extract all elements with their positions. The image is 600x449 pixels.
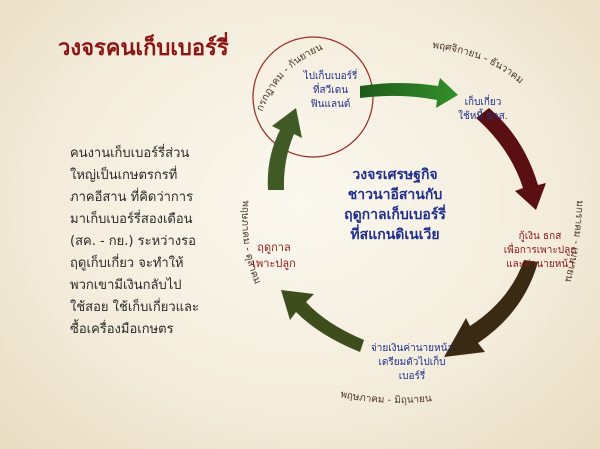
node-line: ฤดูกาล	[257, 241, 291, 254]
arc-label-top-right: พฤศจิกายน - ธันวาคม	[432, 40, 526, 86]
node-line: ฟินแลนด์	[310, 99, 351, 110]
intro-line: ใช้สอย ใช้เก็บเกี่ยวและ	[70, 300, 199, 315]
node-planting: ฤดูกาล เพาะปลูก	[244, 240, 304, 272]
center-line: ที่สแกนดิเนเวีย	[350, 227, 440, 243]
arc-label-bottom: พฤษภาคม - มิถุนายน	[339, 389, 432, 406]
page-title: วงจรคนเก็บเบอร์รี่	[58, 36, 229, 61]
node-line: จ่ายเงินค่านายหน้า	[370, 343, 454, 354]
node-line: กู้เงิน ธกส	[518, 231, 562, 242]
node-line: และค่านายหน้า	[506, 259, 574, 270]
arrow-bottom-right	[444, 260, 538, 357]
arrow-bottom-left	[281, 290, 364, 352]
intro-line: ภาคอีสาน ที่คิดว่าการ	[70, 190, 194, 205]
intro-line: มาเก็บเบอร์รี่สองเดือน	[70, 212, 193, 227]
arrow-left	[267, 108, 302, 190]
node-line: ที่สวีเดน	[312, 85, 349, 96]
center-line: ฤดูกาลเก็บเบอร์รี่	[344, 207, 446, 223]
node-line: เพาะปลูก	[252, 257, 296, 270]
center-line: วงจรเศรษฐกิจ	[352, 167, 438, 183]
intro-line: คนงานเก็บเบอร์รี่ส่วน	[70, 146, 190, 161]
intro-line: ฤดูเก็บเกี่ยว จะทำให้	[70, 256, 184, 271]
intro-line: ใหญ่เป็นเกษตรกรที่	[70, 168, 178, 183]
node-berry-trip: ไปเก็บเบอร์รี่ ที่สวีเดน ฟินแลนด์	[283, 70, 378, 112]
intro-line: (สค. - กย.) ระหว่างรอ	[70, 234, 196, 249]
node-loan: กู้เงิน ธกส เพื่อการเพาะปลูก และค่านายหน…	[495, 230, 585, 272]
node-line: ใช้หนี้ ธกส.	[458, 111, 508, 122]
center-line: ชาวนาอีสานกับ	[347, 187, 443, 203]
node-line: เก็บเกี่ยว	[464, 97, 502, 108]
intro-line: พวกเขามีเงินกลับไป	[70, 278, 182, 293]
node-line: ไปเก็บเบอร์รี่	[303, 71, 358, 82]
intro-paragraph: คนงานเก็บเบอร์รี่ส่วน ใหญ่เป็นเกษตรกรที่…	[70, 143, 250, 341]
arrow-top	[360, 78, 458, 108]
center-title: วงจรเศรษฐกิจ ชาวนาอีสานกับ ฤดูกาลเก็บเบอ…	[330, 165, 460, 245]
node-line: เตรียมตัวไปเก็บ	[378, 357, 446, 368]
node-line: เบอร์รี่	[398, 371, 426, 382]
arrow-right	[476, 108, 546, 210]
intro-line: ซื้อเครื่องมือเกษตร	[70, 322, 174, 337]
node-line: เพื่อการเพาะปลูก	[503, 245, 577, 256]
node-harvest: เก็บเกี่ยว ใช้หนี้ ธกส.	[438, 96, 528, 124]
berry-trip-circle	[252, 36, 374, 158]
node-broker-fee: จ่ายเงินค่านายหน้า เตรียมตัวไปเก็บ เบอร์…	[360, 342, 464, 384]
